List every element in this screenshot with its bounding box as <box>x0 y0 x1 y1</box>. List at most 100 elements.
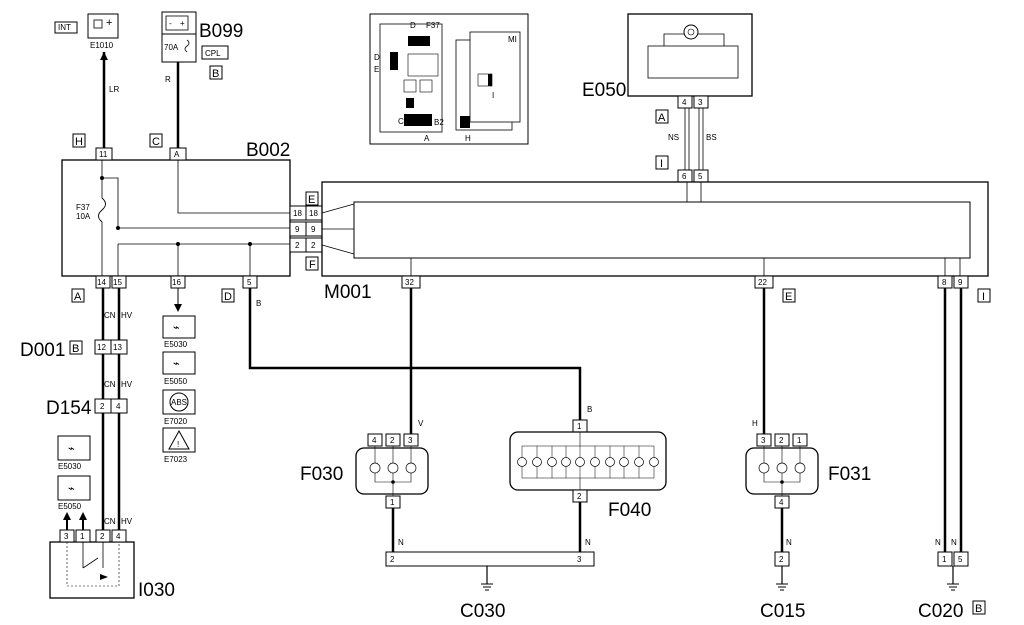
signal-ref: E5050 <box>58 502 82 511</box>
abs-icon <box>162 389 196 415</box>
wire-code: N <box>585 538 591 547</box>
wire <box>321 244 355 255</box>
c030-label: C030 <box>460 601 505 622</box>
e050-inner <box>647 45 739 79</box>
fuse-symbol <box>184 39 190 53</box>
abs-glyph: ABS <box>171 398 187 407</box>
wire-code: HV <box>121 311 133 320</box>
wire-code: CN <box>104 311 116 320</box>
pin-box <box>693 95 709 109</box>
internal-trace <box>177 160 290 214</box>
inset-label: D <box>410 21 416 30</box>
connector-tag <box>655 109 669 124</box>
pin-box <box>110 339 128 355</box>
bulb-icon <box>369 446 417 496</box>
pin-label: 1 <box>942 555 947 564</box>
wire-b <box>248 288 582 420</box>
connector-tag <box>149 133 163 148</box>
bulb-icon <box>758 446 806 496</box>
f040-label: F040 <box>608 500 651 521</box>
f030-label: F030 <box>300 464 343 485</box>
pin-label: 9 <box>311 225 316 234</box>
pin-label: 4 <box>779 498 784 507</box>
inset-label: E <box>374 65 379 74</box>
c030-connector <box>385 551 595 567</box>
tag-cpl-box <box>201 45 229 60</box>
sensor-glyph: ⌁ <box>68 443 75 455</box>
connector-tag-label: B <box>212 68 219 80</box>
pin-label: A <box>174 150 180 159</box>
d001-label: D001 <box>20 340 65 361</box>
connector-tag <box>69 340 83 355</box>
pin-label: 2 <box>100 532 105 541</box>
battery-icon <box>165 15 189 31</box>
sensor-icon <box>162 351 196 375</box>
connector-tag-label: D <box>224 291 232 303</box>
inset-label: D <box>374 53 380 62</box>
fuse-rating: 10A <box>76 212 91 221</box>
signal-ref: E7023 <box>164 455 188 464</box>
pin-label: 5 <box>958 555 963 564</box>
tag-cpl: CPL <box>205 49 221 58</box>
junction-dot <box>248 242 252 246</box>
junction-dot <box>116 226 120 230</box>
pin-label: 2 <box>577 492 582 501</box>
pin-label: 15 <box>113 278 122 287</box>
inset-label: I <box>492 91 494 100</box>
pin-label: 3 <box>577 555 582 564</box>
c015-label: C015 <box>760 601 805 622</box>
wire-code: LR <box>109 85 119 94</box>
pin-label: 1 <box>577 422 582 431</box>
pin-box <box>110 398 128 414</box>
connector-tag-label: H <box>75 136 83 148</box>
pin-label: 14 <box>97 278 106 287</box>
pin-label: 2 <box>779 555 784 564</box>
connector-tag <box>209 65 223 80</box>
connector-tag-label: I <box>982 291 985 303</box>
pin-label: 16 <box>172 278 181 287</box>
f030-box <box>355 447 429 495</box>
pin-label: 6 <box>682 172 687 181</box>
sensor-icon <box>57 475 91 501</box>
inset-part <box>460 116 470 128</box>
battery-plus: + <box>106 17 112 29</box>
wire-code: BS <box>706 133 717 142</box>
battery-minus: - <box>169 19 172 28</box>
sensor-glyph: ⌁ <box>68 483 75 495</box>
ground-icon <box>481 583 493 591</box>
m001-box <box>321 181 989 277</box>
pin-label: 13 <box>113 343 122 352</box>
pin-label: 2 <box>390 555 395 564</box>
c020-connector <box>937 551 953 567</box>
connector-tag-label: A <box>658 112 666 124</box>
f031-label: F031 <box>828 464 871 485</box>
inset-part <box>419 79 433 93</box>
inset-part <box>406 98 414 108</box>
junction-dot <box>176 242 180 246</box>
pin-label: 1 <box>80 532 85 541</box>
arrow-up-icon <box>100 52 108 60</box>
pin-label: 4 <box>116 532 121 541</box>
pin-label: 2 <box>779 436 784 445</box>
wire-code: B <box>256 299 261 308</box>
inset-label: F37 <box>426 21 440 30</box>
wire-code: R <box>165 75 171 84</box>
connector-tag <box>72 133 86 148</box>
pin-label: 3 <box>64 532 69 541</box>
arrow-up-icon <box>79 512 87 520</box>
inset-part <box>407 53 439 77</box>
wire-code: HV <box>121 517 133 526</box>
pin-label: 2 <box>311 241 316 250</box>
d154-label: D154 <box>46 398 92 419</box>
pin-label: 11 <box>99 150 108 159</box>
warning-icon <box>168 429 190 450</box>
pin-label: 2 <box>390 436 395 445</box>
wire-code: N <box>786 538 792 547</box>
pin-label: 5 <box>247 278 252 287</box>
pin-label: 2 <box>295 241 300 250</box>
pin-label: 2 <box>100 402 105 411</box>
signal-ref: E5030 <box>164 340 188 349</box>
pin-label: 12 <box>97 343 106 352</box>
connector-tag-label: F <box>309 259 316 271</box>
connector-tag <box>305 191 319 206</box>
